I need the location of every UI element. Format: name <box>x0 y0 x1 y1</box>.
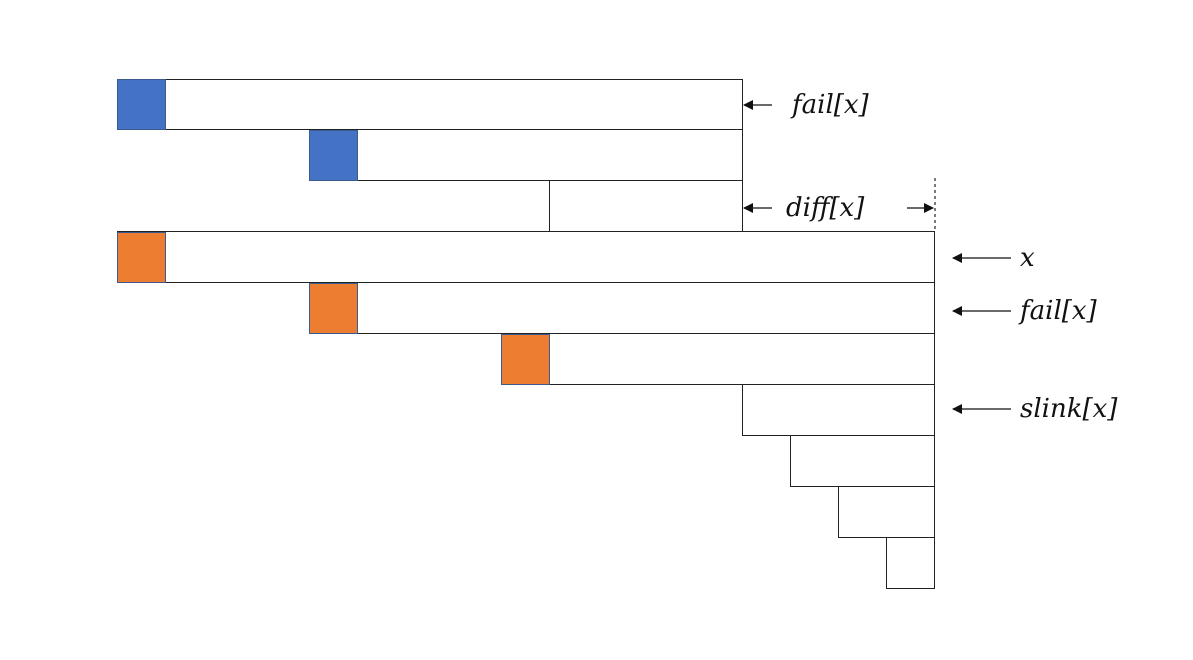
orange-square-3 <box>501 334 550 385</box>
label-fail-mid: fail[x] <box>1020 296 1097 326</box>
bar-row-2 <box>309 129 743 181</box>
bar-row-9 <box>838 486 935 538</box>
blue-square-2 <box>309 130 358 181</box>
bar-x-row <box>117 231 935 283</box>
bar-slink-x-row <box>742 384 935 436</box>
bar-fail-x-row <box>117 79 743 130</box>
bar-row-10 <box>886 537 935 589</box>
orange-square-1 <box>117 232 166 283</box>
bar-row-6 <box>501 333 935 385</box>
label-slink: slink[x] <box>1020 394 1118 424</box>
orange-square-2 <box>309 283 358 334</box>
bar-row-8 <box>790 435 935 487</box>
label-x: x <box>1020 243 1035 273</box>
blue-square-1 <box>117 79 166 130</box>
label-diff: diff[x] <box>786 193 865 223</box>
label-fail-top: fail[x] <box>792 90 869 120</box>
